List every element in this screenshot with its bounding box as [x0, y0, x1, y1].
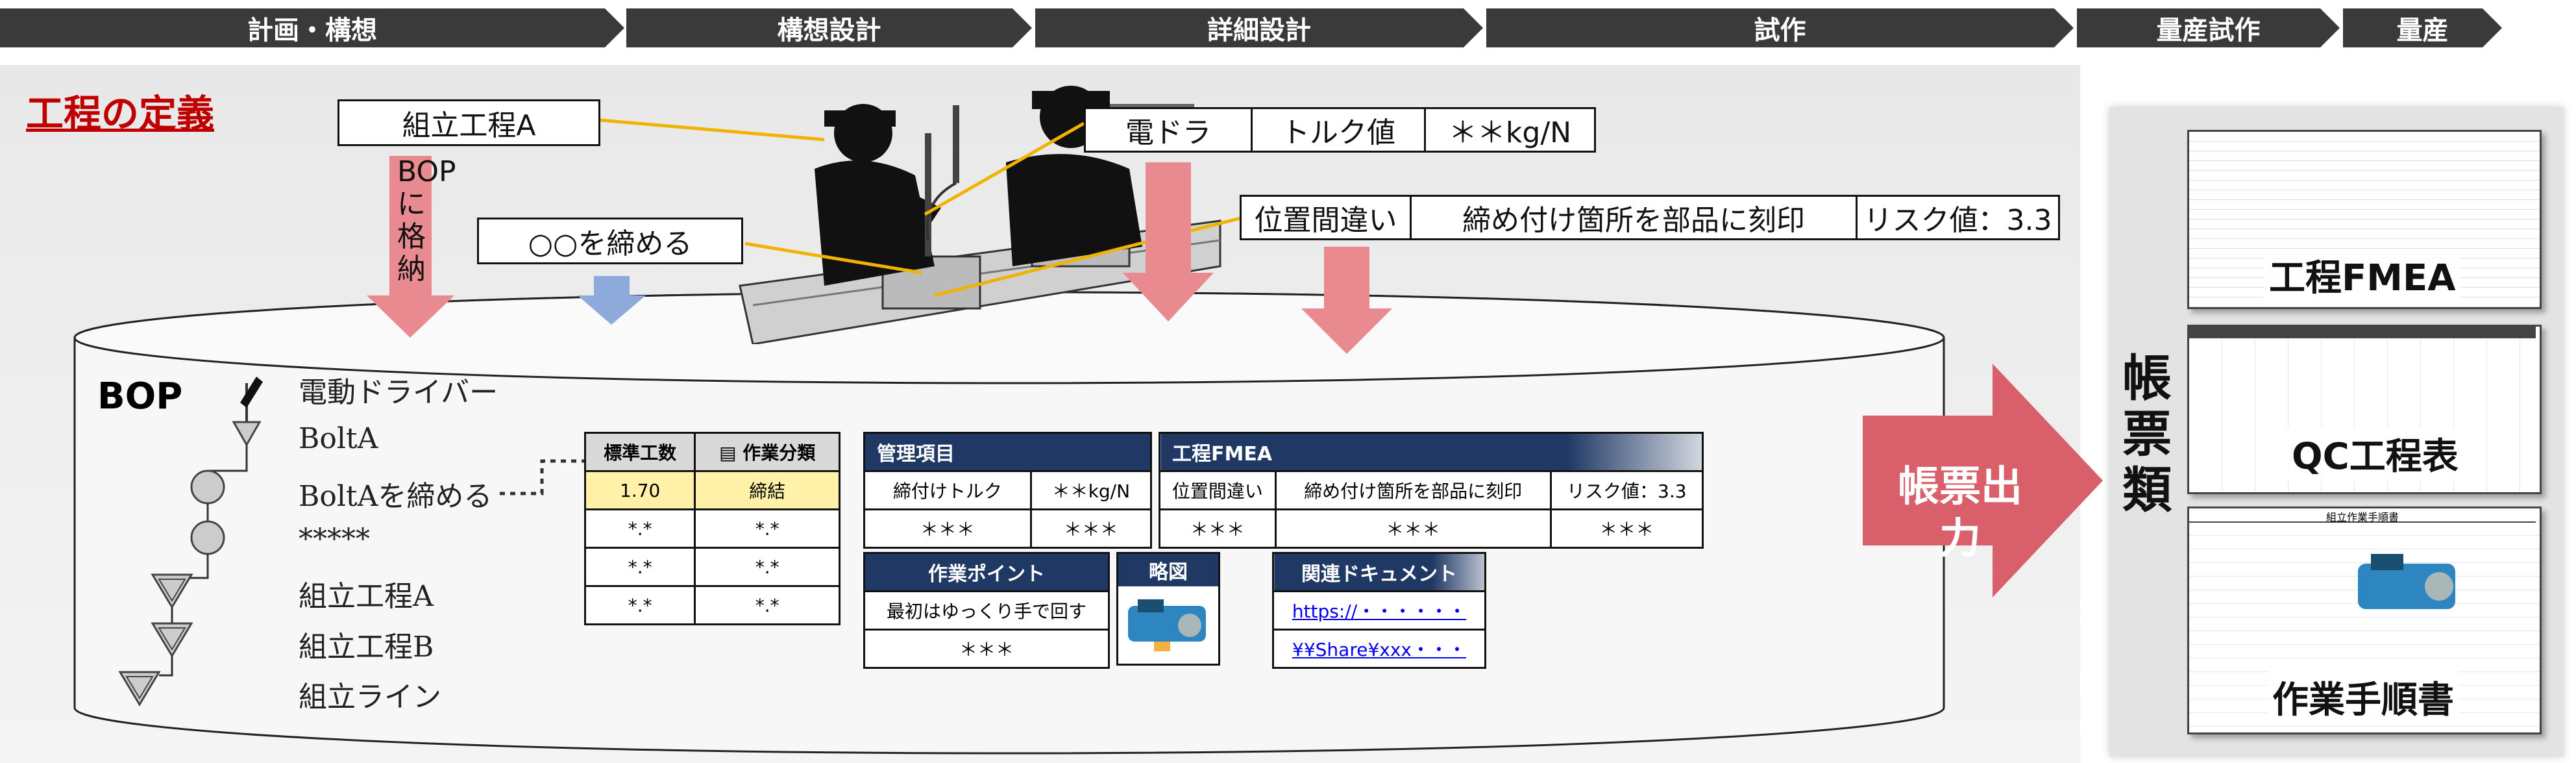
risk-label: 位置間違い 締め付け箇所を部品に刻印 リスク値：3.3 — [1240, 195, 2060, 240]
work-time-table: 標準工数 ▤ 作業分類 1.70 締結 *.**.* *.**.* *.**.* — [583, 432, 840, 625]
table-cell: ＊＊＊ — [1029, 508, 1153, 549]
bolt-icon — [232, 421, 262, 447]
risk-countermeasure: 締め付け箇所を部品に刻印 — [1410, 195, 1858, 240]
table-cell: *.* — [694, 585, 840, 625]
output-arrow-label: 帳票出力 — [1898, 463, 2022, 563]
table-cell: ＊＊＊ — [1274, 508, 1552, 549]
table-cell: ＊＊＊ — [1159, 508, 1277, 549]
bop-item: BoltA — [299, 422, 378, 455]
bop-tree-graphic — [118, 377, 263, 707]
qc-sheet-title: QC工程表 — [2287, 427, 2464, 480]
driver-icon — [240, 377, 263, 408]
table-cell: 締め付け箇所を部品に刻印 — [1274, 470, 1552, 510]
bop-item: 組立工程A — [299, 580, 434, 613]
phase-label: 構想設計 — [777, 16, 881, 45]
section-title: 工程の定義 — [26, 92, 215, 136]
doc-link[interactable]: ¥¥Share¥xxx・・・ — [1272, 629, 1486, 669]
risk-mode: 位置間違い — [1240, 195, 1412, 240]
tool-label: 電ドラ — [1084, 107, 1253, 153]
phase-label: 試作 — [1754, 16, 1806, 45]
table-header: 関連ドキュメント — [1272, 552, 1486, 592]
risk-value: リスク値：3.3 — [1856, 195, 2060, 240]
phase-label: 計画・構想 — [247, 16, 377, 45]
bop-item: ***** — [299, 523, 370, 556]
procedure-sheet-header: 組立作業手順書 — [2189, 508, 2536, 523]
management-table: 管理項目 締付けトルク＊＊kg/N ＊＊＊＊＊＊ — [863, 432, 1153, 549]
procedure-transmission-image — [2358, 554, 2455, 609]
table-cell: 締付けトルク — [863, 470, 1032, 510]
bop-title: BOP — [97, 375, 183, 418]
table-cell: ＊＊kg/N — [1029, 470, 1153, 510]
sketch-panel: 略図 — [1116, 552, 1220, 666]
table-cell: ＊＊＊ — [1549, 508, 1704, 549]
table-header: 工程FMEA — [1159, 432, 1704, 472]
phase-mass-production: 量産 — [2343, 8, 2502, 47]
table-header: ▤ 作業分類 — [694, 432, 840, 472]
phase-planning: 計画・構想 — [0, 8, 624, 47]
tool-torque-label: 電ドラ トルク値 ＊＊kg/N — [1084, 107, 1596, 153]
table-cell: *.* — [583, 585, 696, 625]
table-cell: 1.70 — [583, 470, 696, 510]
sketch-header: 略図 — [1118, 554, 1218, 586]
procedure-sheet-title: 作業手順書 — [2267, 671, 2459, 723]
operation-icon — [190, 469, 225, 505]
table-cell: *.* — [694, 508, 840, 549]
fmea-sheet-title: 工程FMEA — [2264, 249, 2461, 301]
qc-sheet: QC工程表 — [2187, 325, 2542, 494]
table-header: 標準工数 — [583, 432, 696, 472]
table-cell: ＊＊＊ — [863, 508, 1032, 549]
phase-label: 詳細設計 — [1207, 16, 1311, 45]
table-cell: ＊＊＊ — [863, 629, 1110, 669]
table-cell: 締結 — [694, 470, 840, 510]
bop-item: 組立工程B — [299, 631, 434, 664]
table-cell: *.* — [583, 508, 696, 549]
transmission-image — [1128, 599, 1206, 651]
table-cell: *.* — [694, 547, 840, 587]
torque-label: トルク値 — [1251, 107, 1426, 153]
torque-value: ＊＊kg/N — [1424, 107, 1596, 153]
table-header-label: 作業分類 — [742, 442, 816, 464]
forms-label: 帳票類 — [2122, 349, 2172, 519]
table-header: 作業ポイント — [863, 552, 1110, 592]
output-arrow — [1863, 364, 2103, 597]
qc-sheet-header-bar — [2189, 327, 2536, 338]
fmea-sheet: 工程FMEA — [2187, 130, 2542, 309]
table-cell: リスク値：3.3 — [1549, 470, 1704, 510]
fmea-table: 工程FMEA 位置間違い締め付け箇所を部品に刻印リスク値：3.3 ＊＊＊＊＊＊＊… — [1159, 432, 1704, 549]
phase-concept-design: 構想設計 — [626, 8, 1032, 47]
procedure-sheet: 組立作業手順書 作業手順書 — [2187, 507, 2542, 734]
table-header: 管理項目 — [863, 432, 1152, 472]
bop-item: 組立ライン — [299, 681, 441, 714]
bop-store-label: BOPに格納 — [397, 155, 456, 286]
work-point-table: 作業ポイント 最初はゆっくり手で回す ＊＊＊ — [863, 552, 1110, 669]
phase-detail-design: 詳細設計 — [1035, 8, 1483, 47]
tighten-label: ○○を締める — [477, 218, 743, 264]
phase-prototype: 試作 — [1486, 8, 2074, 47]
bop-item: 電動ドライバー — [299, 376, 498, 409]
table-cell: 位置間違い — [1159, 470, 1277, 510]
table-cell: *.* — [583, 547, 696, 587]
phase-pre-production: 量産試作 — [2077, 8, 2340, 47]
related-docs-table: 関連ドキュメント https://・・・・・・ ¥¥Share¥xxx・・・ — [1272, 552, 1486, 669]
phase-label: 量産試作 — [2156, 16, 2261, 45]
table-cell: 最初はゆっくり手で回す — [863, 590, 1110, 631]
doc-link[interactable]: https://・・・・・・ — [1272, 590, 1486, 631]
bop-item: BoltAを締める — [299, 480, 493, 513]
phase-label: 量産 — [2396, 16, 2449, 45]
process-a-label: 組立工程A — [337, 99, 600, 146]
